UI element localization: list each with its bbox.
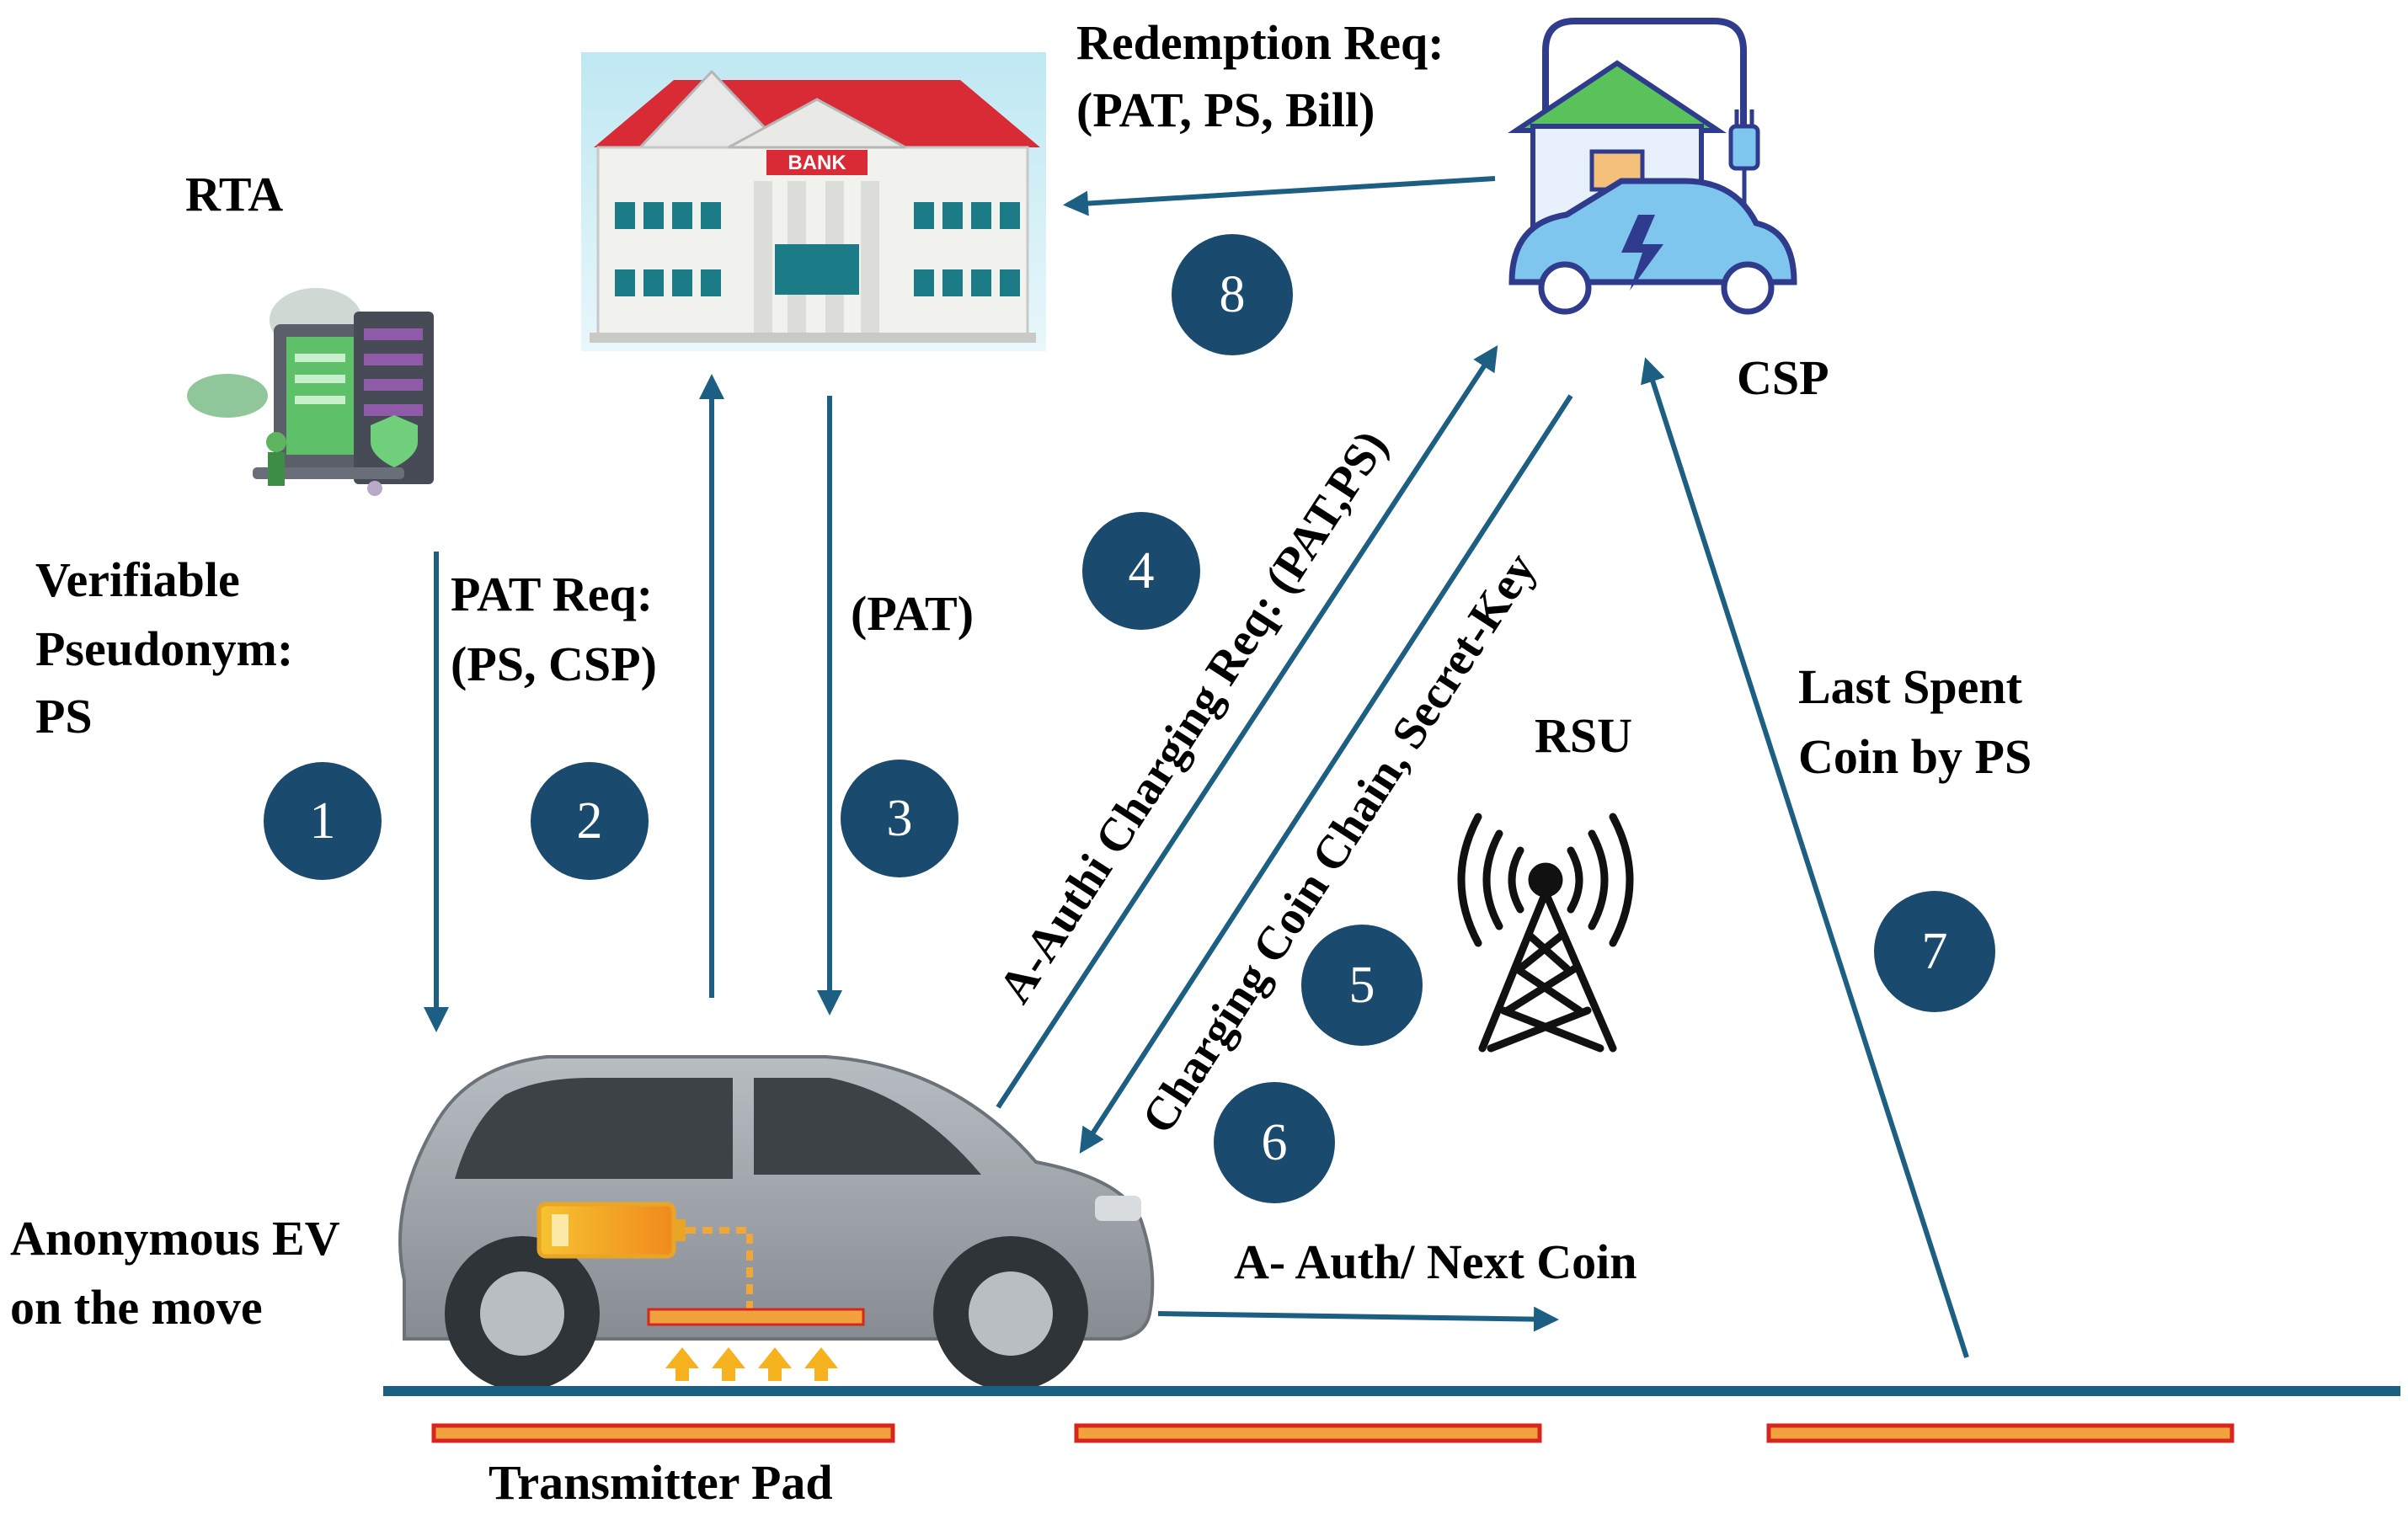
- svg-text:1: 1: [310, 792, 336, 850]
- induction-arrows: [665, 1347, 838, 1381]
- radio-tower-icon: [1457, 813, 1634, 1053]
- step-5-badge: 5: [1301, 925, 1423, 1046]
- transmitter-pad-label: Transmitter Pad: [489, 1455, 833, 1510]
- arrow-step-4: [996, 344, 1498, 1109]
- redemption-label-line2: (PAT, PS, Bill): [1076, 83, 1375, 137]
- rta-server-cloud-icon: [187, 288, 434, 496]
- pat-req-label-line2: (PS, CSP): [451, 637, 657, 691]
- transmitter-pad-1: [431, 1423, 895, 1443]
- charging-station-house-icon: [1508, 18, 1797, 315]
- arrow-step-7: [1641, 357, 1969, 1358]
- last-spent-label-line1: Last Spent: [1798, 659, 2023, 714]
- step-6-badge: 6: [1214, 1082, 1335, 1203]
- svg-text:5: 5: [1349, 957, 1375, 1014]
- bank-building-icon: BANK: [581, 52, 1046, 351]
- next-coin-label: A- Auth/ Next Coin: [1234, 1234, 1637, 1289]
- pat-req-label-line1: PAT Req:: [451, 567, 653, 621]
- rsu-label: RSU: [1535, 708, 1632, 763]
- charging-req-label: A-Authi Charging Req: (PAT,PS): [989, 421, 1398, 1012]
- step-3-badge: 3: [841, 760, 958, 877]
- pseudonym-label-line2: Pseudonym:: [35, 621, 293, 676]
- bank-sign: BANK: [788, 152, 846, 174]
- step-1-badge: 1: [264, 762, 382, 880]
- svg-text:3: 3: [887, 790, 913, 847]
- svg-text:6: 6: [1262, 1114, 1288, 1171]
- coin-chain-label: Charging Coin Chain, Secret-Key: [1132, 544, 1546, 1143]
- pseudonym-label-line3: PS: [35, 689, 93, 744]
- svg-text:7: 7: [1922, 923, 1948, 980]
- redemption-label-line1: Redemption Req:: [1076, 15, 1444, 70]
- transmitter-pad-2: [1074, 1423, 1542, 1443]
- svg-text:2: 2: [577, 792, 603, 850]
- battery-icon: [537, 1202, 865, 1326]
- ev-label-line1: Anonymous EV: [10, 1211, 340, 1266]
- step-8-badge: 8: [1172, 234, 1293, 355]
- electric-car-icon: [398, 1055, 1155, 1391]
- step-2-badge: 2: [531, 762, 649, 880]
- rta-label: RTA: [185, 167, 283, 221]
- ev-label-line2: on the move: [10, 1280, 263, 1335]
- pseudonym-label-line1: Verifiable: [35, 552, 240, 607]
- transmitter-pad-3: [1766, 1423, 2234, 1443]
- svg-text:4: 4: [1129, 542, 1155, 600]
- last-spent-label-line2: Coin by PS: [1798, 729, 2032, 784]
- step-4-badge: 4: [1082, 512, 1200, 630]
- pat-label: (PAT): [851, 586, 974, 641]
- csp-label: CSP: [1737, 350, 1829, 405]
- svg-text:8: 8: [1220, 266, 1246, 323]
- arrow-next-coin: [1157, 1306, 1559, 1332]
- step-7-badge: 7: [1874, 891, 1995, 1012]
- arrow-step-8: [1063, 176, 1496, 216]
- arrow-step-6: [1079, 394, 1573, 1154]
